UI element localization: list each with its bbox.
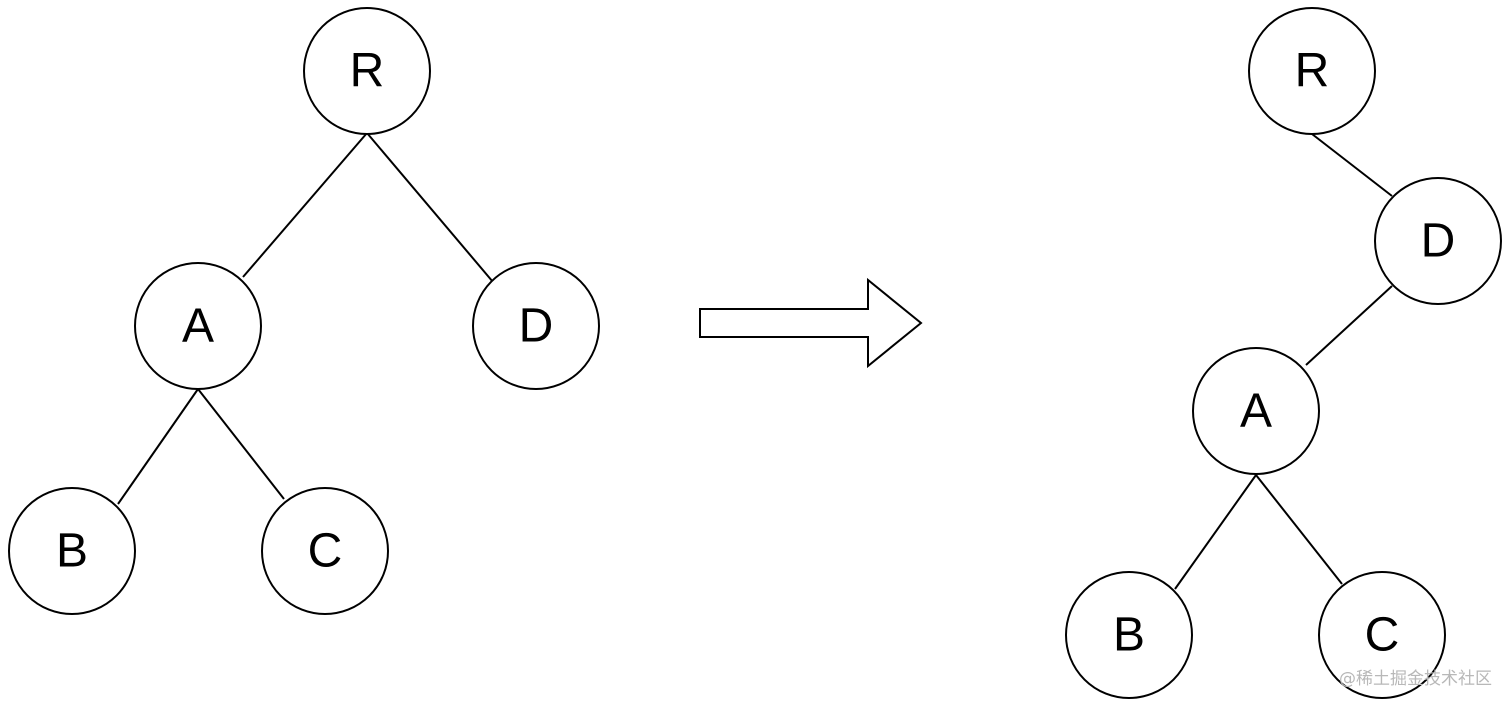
left-node-b-label: B [56, 525, 88, 578]
left-node-d: D [472, 262, 600, 390]
right-tree: R D A B C [1065, 7, 1502, 699]
right-node-b-label: B [1113, 609, 1145, 662]
left-node-c: C [261, 487, 389, 615]
right-edge-r-d [1311, 133, 1393, 197]
right-edge-d-a [1305, 285, 1393, 366]
left-node-b: B [8, 487, 136, 615]
right-edge-a-c [1255, 474, 1343, 585]
right-node-c-label: C [1365, 609, 1400, 662]
left-tree: R A D B C [8, 7, 600, 615]
right-node-r: R [1248, 7, 1376, 135]
right-edge-a-b [1174, 474, 1257, 590]
left-edge-a-c [197, 388, 285, 500]
right-node-d-label: D [1421, 215, 1456, 268]
left-node-c-label: C [308, 525, 343, 578]
left-edge-a-b [117, 388, 199, 505]
left-node-a-label: A [182, 300, 214, 353]
right-node-a-label: A [1240, 385, 1272, 438]
left-node-d-label: D [519, 300, 554, 353]
right-node-d: D [1374, 177, 1502, 305]
left-node-a: A [134, 262, 262, 390]
right-node-a: A [1192, 347, 1320, 475]
left-edge-r-d [366, 132, 494, 283]
watermark-text: @稀土掘金技术社区 [1339, 669, 1492, 689]
transform-arrow-icon [699, 277, 923, 369]
left-edge-r-a [242, 132, 368, 278]
left-node-r-label: R [350, 45, 385, 98]
right-node-b: B [1065, 571, 1193, 699]
right-node-c: C [1318, 571, 1446, 699]
right-node-r-label: R [1295, 45, 1330, 98]
left-node-r: R [303, 7, 431, 135]
